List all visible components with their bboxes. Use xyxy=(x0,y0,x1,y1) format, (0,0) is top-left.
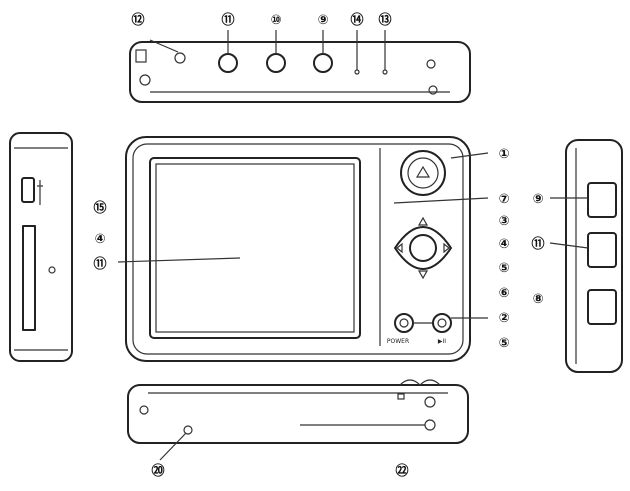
right-callout-5: ⑤ xyxy=(498,261,509,276)
right-callout-1: ① xyxy=(498,147,509,162)
right-callout-4: ④ xyxy=(498,237,509,252)
top-callout-11: ⑪ xyxy=(221,12,234,28)
right-callout-3: ③ xyxy=(498,214,509,229)
side-switch-2 xyxy=(587,232,617,268)
top-callout-9: ⑨ xyxy=(317,13,328,28)
bottom-view xyxy=(127,379,469,461)
far-right-callout-8: ⑧ xyxy=(532,292,543,307)
play-label: ▶II xyxy=(438,338,446,345)
right-callout-2: ② xyxy=(498,311,509,326)
far-right-callout-9: ⑨ xyxy=(532,192,543,207)
play-pause-button xyxy=(432,313,452,333)
top-jack-3 xyxy=(313,53,333,73)
top-jack-2 xyxy=(266,53,286,73)
left-callout-4: ④ xyxy=(94,232,105,247)
top-callout-12: ⑫ xyxy=(131,12,144,28)
top-callout-10: ⑩ xyxy=(270,13,281,28)
bottom-callout-22: ㉒ xyxy=(395,463,408,479)
right-callout-7: ⑦ xyxy=(498,192,509,207)
right-callout-6: ⑥ xyxy=(498,286,509,301)
front-view: POWER ▶II xyxy=(117,136,489,362)
top-callout-14: ⑭ xyxy=(350,12,363,28)
bottom-callout-20: ⑳ xyxy=(151,463,164,479)
far-right-callout-11: ⑪ xyxy=(531,236,544,252)
left-callout-15: ⑮ xyxy=(93,200,106,216)
power-button xyxy=(394,313,414,333)
display-screen xyxy=(149,157,361,339)
right-side-view xyxy=(549,139,623,373)
side-switch-1 xyxy=(587,182,617,218)
navigation-dpad xyxy=(394,216,452,280)
left-side-view xyxy=(9,132,73,362)
top-circular-button xyxy=(400,150,446,196)
top-callout-13: ⑬ xyxy=(378,12,391,28)
power-label: POWER xyxy=(387,338,409,345)
side-switch-3 xyxy=(587,289,617,325)
left-callout-11: ⑪ xyxy=(93,256,106,272)
right-callout-5b: ⑤ xyxy=(498,336,509,351)
top-jack-1 xyxy=(218,53,238,73)
top-view xyxy=(129,30,471,103)
